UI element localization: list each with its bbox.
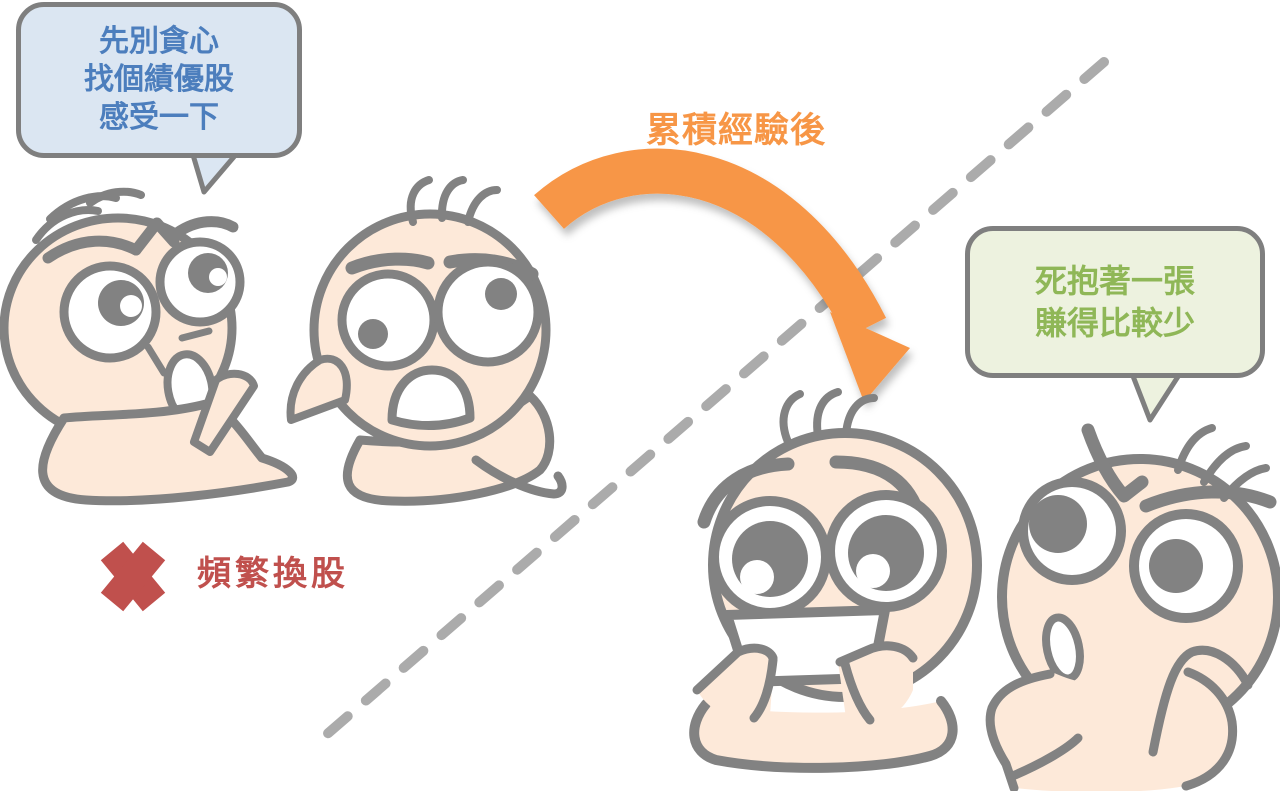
char3-body-outline [689, 696, 958, 773]
speech-bubble-right-line2: 賺得比較少 [1034, 305, 1195, 341]
char4-eyebrows [1081, 423, 1277, 513]
character-3 [689, 388, 982, 773]
char1-eyes [59, 237, 245, 363]
char2-ear-hand [286, 354, 351, 424]
char2-arm [471, 455, 567, 499]
char3-hair [779, 388, 878, 446]
char1-nose [144, 327, 213, 377]
x-mark-icon [100, 541, 166, 612]
char1-hand [190, 369, 258, 456]
char1-eyebrows [42, 216, 239, 264]
speech-bubble-right-line1: 死抱著一張 [1034, 263, 1195, 299]
char2-eyes [337, 257, 543, 371]
character-2 [286, 176, 567, 506]
speech-bubble-left-line1: 先別貪心 [99, 25, 219, 58]
char4-eyes [1018, 477, 1243, 623]
char2-hair [406, 176, 501, 226]
char2-mouth [387, 365, 475, 431]
character-1 [0, 187, 298, 506]
char3-hands [692, 641, 918, 725]
char1-body [38, 399, 298, 506]
char4-mouth [1042, 613, 1084, 683]
arrow-caption: 累積經驗後 [646, 111, 827, 150]
curved-arrow [534, 148, 910, 402]
speech-bubble-left-line2: 找個績優股 [84, 63, 234, 96]
prohibition-label: 頻繁換股 [197, 555, 349, 593]
speech-bubble-left-line3: 感受一下 [99, 101, 219, 134]
char1-hair [32, 187, 145, 244]
character-4 [985, 423, 1280, 791]
char4-body-outline [985, 645, 1253, 791]
diagonal-dashed-divider [306, 57, 1109, 753]
speech-bubble-left: 先別貪心 找個績優股 感受一下 [16, 2, 302, 158]
speech-bubble-right: 死抱著一張 賺得比較少 [965, 226, 1265, 378]
